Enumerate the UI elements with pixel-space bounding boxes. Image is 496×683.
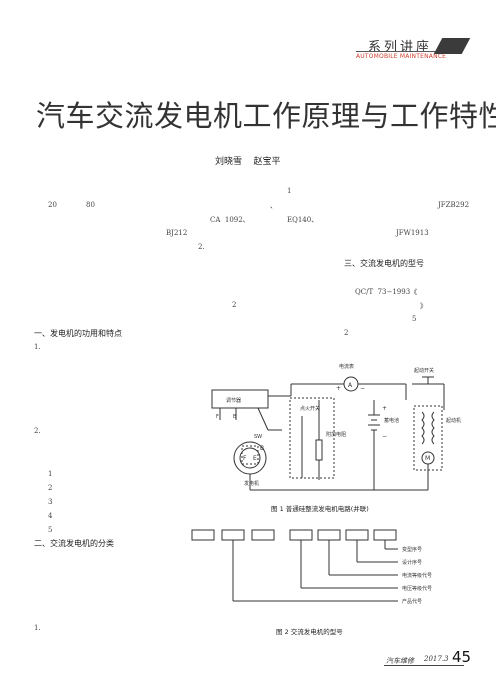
column-series-subtitle: AUTOMOBILE MAINTENANCE [356, 53, 447, 60]
text-fragment: CA 1092、 [210, 216, 250, 224]
text-fragment: 2 [232, 301, 237, 309]
text-fragment: JFW1913 [396, 229, 429, 237]
text-fragment: 80 [86, 201, 95, 209]
resistor [315, 439, 323, 461]
legend-voltage: 电压等级代号 [402, 585, 432, 592]
legend-product: 产品代号 [402, 598, 422, 605]
label-ammeter: 电流表 [339, 363, 354, 370]
legend-design: 设计序号 [402, 559, 422, 566]
header-decorative-block [433, 38, 471, 54]
section-heading-3: 三、交流发电机的型号 [344, 259, 424, 268]
text-fragment: 5 [412, 315, 417, 323]
section-heading-2: 二、交流发电机的分类 [34, 539, 114, 548]
svg-text:A: A [348, 382, 353, 389]
list-item-number: 1. [34, 624, 41, 632]
label-battery: 蓄电池 [384, 417, 399, 424]
text-fragment: EQ140、 [287, 216, 319, 224]
text-fragment: 2. [198, 243, 205, 251]
svg-text:+: + [336, 385, 341, 392]
svg-text:B: B [260, 445, 264, 452]
ignition-switch-box [289, 397, 335, 479]
text-fragment: 20 [48, 201, 57, 209]
svg-text:−: − [360, 385, 365, 392]
label-start-switch: 起动开关 [414, 367, 434, 374]
list-item-number: 1. [34, 343, 41, 351]
section-heading-1: 一、发电机的功用和特点 [34, 329, 122, 338]
footer-rule [384, 665, 464, 666]
list-item-number: 1 [48, 470, 53, 478]
article-authors: 刘晓雪 赵宝平 [215, 157, 281, 167]
text-fragment: 1 [287, 187, 292, 195]
footer-date: 2017.3 [424, 655, 449, 663]
figure-2-model-diagram: 变型序号 设计序号 电流等级代号 电压等级代号 产品代号 [191, 529, 432, 605]
list-item-number: 4 [48, 512, 53, 520]
svg-text:F: F [243, 455, 247, 462]
legend-variant: 变型序号 [402, 546, 422, 553]
list-item-number: 2 [48, 484, 53, 492]
label-ignition-switch: 点火开关 [300, 405, 320, 412]
list-item-number: 2. [34, 427, 41, 435]
svg-text:B: B [233, 414, 237, 420]
figure-2-caption: 图 2 交流发电机的型号 [276, 628, 343, 636]
svg-text:M: M [425, 455, 430, 462]
svg-text:F: F [216, 414, 219, 420]
figure-1-circuit-diagram: 电流表 A + − 起动开关 调节器 F B SW 点火开关 附加电阻 蓄电池 … [211, 363, 461, 491]
text-fragment: 、 [270, 202, 277, 210]
label-generator: 发电机 [244, 480, 259, 487]
text-fragment: JFZB292 [438, 201, 470, 209]
list-item-number: 5 [48, 526, 53, 534]
text-fragment: BJ212 [166, 229, 188, 237]
svg-text:+: + [382, 405, 387, 412]
legend-current: 电流等级代号 [402, 572, 432, 579]
svg-text:−: − [382, 433, 387, 440]
footer-page-number: 45 [452, 648, 472, 666]
regulator-box [211, 389, 269, 409]
text-fragment: 》 [420, 302, 427, 310]
footer-magazine: 汽车维修 [386, 657, 414, 665]
label-starter: 起动机 [446, 417, 461, 424]
figure-1-caption: 图 1 普通硅整流发电机电路(并联) [271, 505, 369, 513]
list-item-number: 3 [48, 498, 53, 506]
text-fragment: 2 [344, 329, 349, 337]
label-regulator: 调节器 [226, 397, 241, 404]
svg-text:E: E [253, 455, 257, 462]
svg-text:SW: SW [254, 434, 262, 440]
article-title: 汽车交流发电机工作原理与工作特性 [36, 99, 496, 133]
label-resistor: 附加电阻 [326, 431, 346, 438]
header-rule [356, 51, 456, 52]
text-fragment: QC/T 73−1993《 [355, 288, 418, 296]
